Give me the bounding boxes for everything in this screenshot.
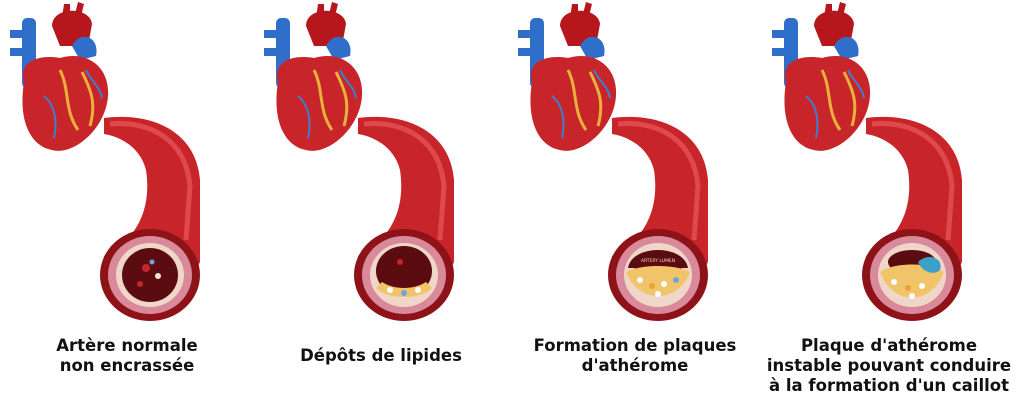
heart-icon: [10, 2, 108, 151]
caption-line: d'athérome: [508, 356, 762, 376]
caption-line: instable pouvant conduire: [762, 356, 1016, 376]
heart-icon: [518, 2, 616, 151]
caption-line: à la formation d'un caillot: [762, 376, 1016, 396]
artery-cross-section: ARTERY LUMEN: [608, 229, 708, 321]
heart-artery-illustration: ARTERY LUMEN: [508, 0, 762, 336]
stage-caption: Artère normale non encrassée: [0, 336, 254, 376]
heart-artery-illustration: [0, 0, 254, 336]
stage-caption: Dépôts de lipides: [254, 346, 508, 366]
caption-line: Plaque d'athérome: [762, 336, 1016, 356]
stage-lipid-deposits: Dépôts de lipides: [254, 0, 508, 404]
artery-cross-section: [354, 229, 454, 321]
lumen-label: ARTERY LUMEN: [641, 258, 675, 264]
caption-line: non encrassée: [0, 356, 254, 376]
stage-unstable-plaque: Plaque d'athérome instable pouvant condu…: [762, 0, 1016, 404]
caption-line: Dépôts de lipides: [254, 346, 508, 366]
stage-caption: Plaque d'athérome instable pouvant condu…: [762, 336, 1016, 396]
heart-artery-illustration: [254, 0, 508, 336]
heart-icon: [772, 2, 870, 151]
caption-line: Artère normale: [0, 336, 254, 356]
heart-icon: [264, 2, 362, 151]
caption-line: Formation de plaques: [508, 336, 762, 356]
artery-cross-section: [862, 229, 962, 321]
stage-normal-artery: Artère normale non encrassée: [0, 0, 254, 404]
artery-cross-section: [100, 229, 200, 321]
stage-caption: Formation de plaques d'athérome: [508, 336, 762, 376]
stage-plaque-formation: ARTERY LUMEN Formation de plaques d'athé…: [508, 0, 762, 404]
heart-artery-illustration: [762, 0, 1016, 336]
